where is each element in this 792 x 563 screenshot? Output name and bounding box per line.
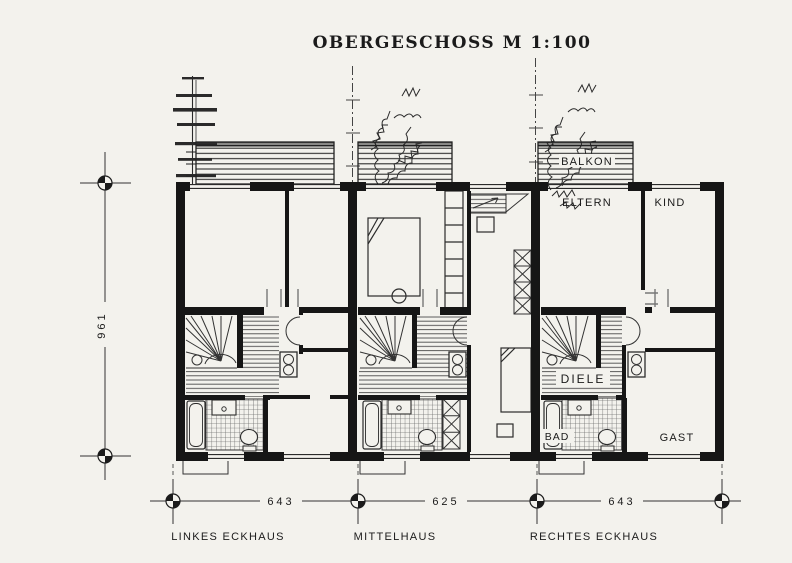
small-table-bottom: [496, 423, 514, 438]
stair-left: [185, 315, 237, 369]
room-label-diele: DIELE: [561, 372, 606, 386]
bad-label-halo: [541, 429, 574, 443]
room-label-bad: BAD: [545, 431, 570, 443]
door-jambs: [266, 289, 669, 307]
bathroom-right: [543, 397, 623, 452]
room-label-gast: GAST: [660, 432, 695, 444]
door-swing-arcs: [285, 316, 641, 346]
cross-braced-cabinet-room: [513, 249, 532, 315]
washbasin-middle: [387, 399, 412, 415]
stair-middle: [359, 315, 412, 369]
diele-label-halo: [556, 371, 610, 386]
exterior-walls: [176, 182, 724, 461]
dim-label-vertical: 961: [96, 311, 108, 338]
porch-outlines: [182, 461, 585, 475]
vertical-dimension: 961: [80, 152, 131, 480]
cross-braced-cabinet-bath: [442, 398, 461, 450]
dim-label-middle-width: 625: [432, 496, 459, 508]
room-label-balkon: BALKON: [561, 156, 613, 168]
bathroom-middle: [362, 398, 461, 452]
dim-label-right-width: 643: [608, 496, 635, 508]
dim-label-left-width: 643: [267, 496, 294, 508]
balcony-middle: [357, 141, 453, 185]
toilet-right: [597, 428, 617, 452]
plan-title: OBERGESCHOSS M 1:100: [313, 33, 592, 53]
house-label-middle: MITTELHAUS: [354, 531, 437, 543]
bathtub-left: [186, 400, 206, 450]
washbasin-right: [567, 399, 592, 416]
twin-basin-fixture-right: [627, 351, 646, 378]
stool-round: [391, 288, 407, 304]
small-table-top: [476, 216, 495, 233]
twin-basin-fixture-left: [279, 351, 298, 378]
room-label-kind: KIND: [654, 197, 685, 209]
balcony-left: [186, 141, 335, 185]
house-label-right: RECHTES ECKHAUS: [530, 531, 658, 543]
twin-basin-fixture-middle: [448, 351, 467, 378]
double-bed: [367, 217, 421, 297]
toilet-left: [239, 428, 259, 452]
balcony-right: BALKON: [537, 141, 634, 185]
stair-right: [541, 315, 596, 369]
horizontal-dimension: 643 625 643: [150, 464, 741, 524]
house-label-left: LINKES ECKHAUS: [171, 531, 285, 543]
toilet-middle: [417, 428, 437, 452]
interior-walls: [185, 191, 715, 452]
room-label-eltern: ELTERN: [562, 197, 612, 209]
balkon-label-halo: [559, 154, 615, 167]
washbasin-left: [211, 399, 237, 416]
window-glazing-lines: [190, 184, 700, 459]
bathtub-middle: [362, 400, 382, 450]
hall-floor-left: [186, 316, 279, 397]
bathroom-left: [186, 398, 267, 452]
